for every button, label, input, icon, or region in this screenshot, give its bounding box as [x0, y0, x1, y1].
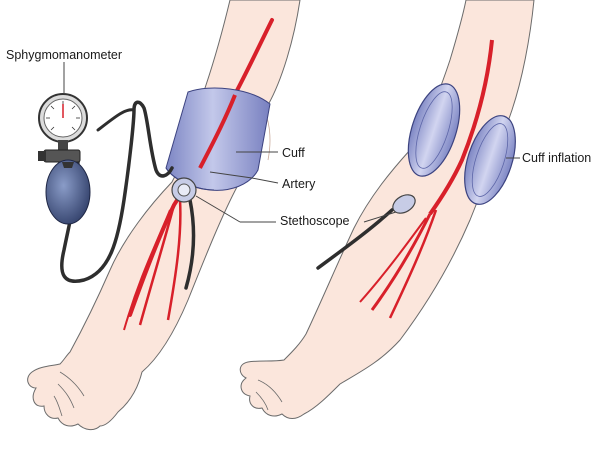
leader-stethoscope-right: [363, 211, 397, 223]
sphygmomanometer: [38, 93, 91, 225]
left-cuff: [165, 87, 271, 191]
label-sphygmomanometer: Sphygmomanometer: [6, 48, 123, 62]
left-artery-branch-2: [166, 199, 182, 321]
right-cuff-pad-left: [407, 83, 461, 177]
left-artery-branch-1: [138, 204, 176, 326]
left-artery-on-cuff: [198, 94, 237, 169]
sphygmomanometer-tubing: [60, 100, 174, 283]
label-cuff: Cuff: [282, 146, 305, 160]
inflation-bulb: [45, 159, 91, 225]
gauge-stem: [58, 140, 68, 152]
bulb-neck: [62, 162, 74, 168]
right-hand-finger-lines: [255, 379, 283, 411]
leader-artery-2: [251, 177, 279, 184]
right-artery-lower-3: [359, 217, 427, 303]
left-stethoscope: [171, 177, 197, 290]
leader-artery: [209, 171, 253, 179]
right-cuff-pad-left-inner: [415, 91, 453, 169]
right-cuff-pad-right: [464, 115, 516, 205]
gauge-ticks: [46, 101, 80, 131]
right-arm-skin: [239, 0, 535, 419]
left-hand-finger-lines: [53, 371, 85, 417]
right-artery-upper: [428, 39, 494, 216]
valve-body: [43, 149, 81, 163]
label-artery: Artery: [282, 177, 316, 191]
right-stethoscope: [316, 194, 416, 270]
valve-knob: [38, 151, 46, 161]
right-arm: [239, 0, 535, 419]
right-artery-lower-2: [388, 209, 438, 319]
label-cuff-inflation: Cuff inflation: [522, 151, 592, 165]
leader-lines: [63, 62, 520, 223]
right-artery-lower-1: [370, 213, 432, 311]
left-artery-branch-3: [123, 209, 171, 331]
right-cuff-pad-right-inner: [471, 123, 509, 197]
label-stethoscope: Stethoscope: [280, 214, 350, 228]
leader-stethoscope-left: [195, 195, 241, 223]
